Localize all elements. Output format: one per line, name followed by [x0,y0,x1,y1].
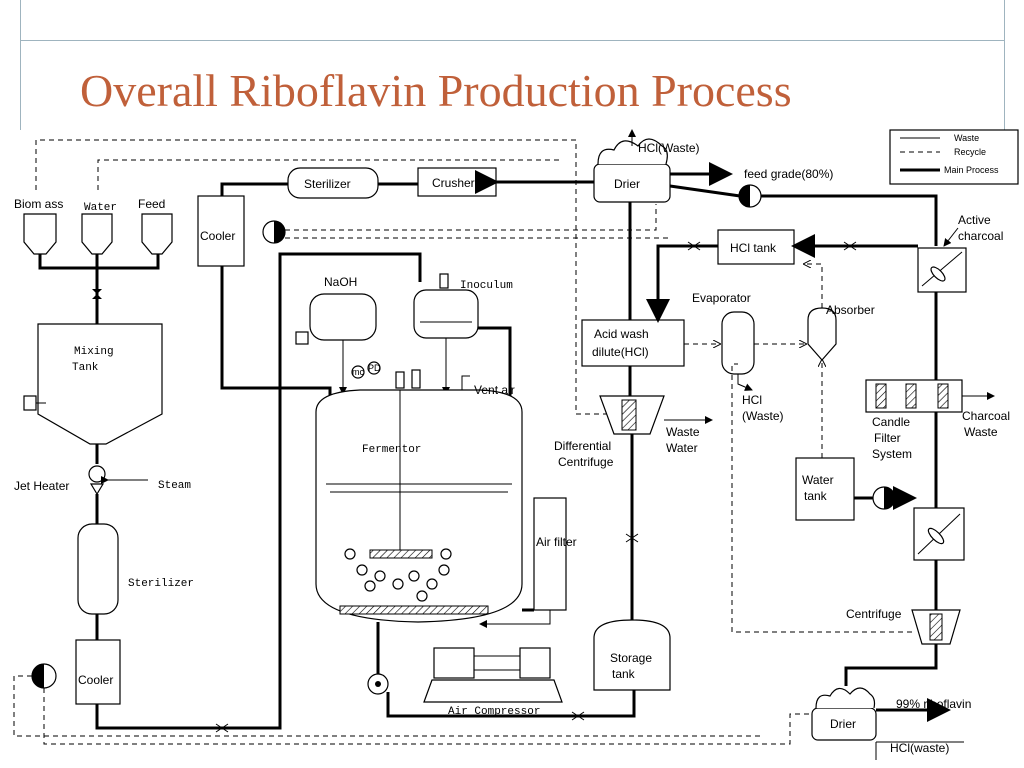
top-sterilizer-label: Sterilizer [304,177,351,191]
fermentor-pump [367,673,389,695]
left-sterilizer: Sterilizer [77,523,194,615]
waste-water-label-2: Water [666,441,698,455]
hcl-waste-top-label: HCl(Waste) [638,141,700,155]
acid-wash-label-2: dilute(HCl) [592,345,649,359]
process-diagram: Waste Recycle Main Process Biom ass Wate… [13,129,1019,760]
hcl-waste-bottom-label: HCl(waste) [890,741,949,755]
top-drier: Drier [593,138,671,203]
hcl-waste-evap-label-1: HCl [742,393,762,407]
charcoal-waste-label-2: Waste [964,425,998,439]
mixing-tank: Mixing Tank [23,323,163,445]
slide-frame-top [20,40,1004,41]
biomass-label: Biom ass [14,197,63,211]
water-tank-pump [872,486,896,510]
legend-main-process: Main Process [944,165,999,175]
hcl-tank-label: HCl tank [730,241,777,255]
bottom-drier-label: Drier [830,717,856,731]
candle-label-2: Filter [874,431,901,445]
storage-label-1: Storage [610,651,652,665]
candle-label-1: Candle [872,415,910,429]
top-cooler-label: Cooler [200,229,235,243]
bottom-cooler: Cooler [75,639,121,705]
mixing-tank-label-2: Tank [72,362,99,374]
air-compressor: Air Compressor [423,647,563,718]
evaporator-label: Evaporator [692,291,751,305]
fermentor: Fermentor [315,369,523,623]
water-tank: Water tank [795,457,855,521]
slide-title: Overall Riboflavin Production Process [80,65,792,116]
storage-label-2: tank [612,667,636,681]
candle-label-3: System [872,447,912,461]
biomass-hopper: Biom ass [14,197,63,255]
pd-label: PD [368,363,381,373]
acid-wash-tank: Acid wash dilute(HCl) [581,319,685,367]
top-sterilizer: Sterilizer [287,167,379,199]
active-charcoal-label-2: charcoal [958,229,1003,243]
bottom-drier: Drier [811,687,877,741]
water-label: Water [84,202,117,214]
legend: Waste Recycle Main Process [889,129,1019,185]
differential-centrifuge: Differential Centrifuge [554,395,665,469]
active-charcoal-label-1: Active [958,213,991,227]
inoculum-label: Inoculum [460,280,513,292]
naoh-tank: NaOH [295,275,377,345]
inoculum-tank: Inoculum [413,273,513,339]
waste-water-label-1: Waste [666,425,700,439]
mixing-tank-label-1: Mixing [74,346,114,358]
vent-air-label: Vent air [474,383,515,397]
storage-tank: Storage tank [593,619,671,691]
slide-frame-right [1004,0,1005,130]
top-drier-label: Drier [614,177,640,191]
active-charcoal-mixer: Active charcoal [917,213,1003,293]
centrifuge-label: Centrifuge [846,607,902,621]
centrifuge: Centrifuge [846,607,961,645]
left-sterilizer-label: Sterilizer [128,578,194,590]
feed-hopper: Feed [138,197,173,255]
jet-heater: Jet Heater Steam [14,465,191,496]
hcl-waste-evap-label-2: (Waste) [742,409,784,423]
bottom-cooler-label: Cooler [78,673,113,687]
differential-label-2: Centrifuge [558,455,614,469]
top-cooler: Cooler [197,195,245,267]
fermentor-label: Fermentor [362,444,421,456]
acid-wash-label-1: Acid wash [594,327,649,341]
steam-label: Steam [158,480,191,492]
top-drier-pump [738,184,762,208]
bottom-cooler-pump [31,663,57,689]
feed-grade-label: feed grade(80%) [744,167,833,181]
jet-heater-label: Jet Heater [14,479,69,493]
water-hopper: Water [81,202,117,255]
top-cooler-pump [262,220,286,244]
absorber: Absorber [807,303,875,361]
naoh-label: NaOH [324,275,357,289]
slide-frame-left [20,0,21,130]
crystallizer [913,507,965,561]
crusher-label: Crusher [432,176,475,190]
water-tank-label-1: Water [802,473,834,487]
charcoal-waste-label-1: Charcoal [962,409,1010,423]
absorber-label: Absorber [826,303,875,317]
feed-label: Feed [138,197,165,211]
evaporator: Evaporator [692,291,755,375]
hcl-tank: HCl tank [717,229,795,265]
air-filter-label: Air filter [536,535,577,549]
differential-label-1: Differential [554,439,611,453]
mc-label: mc [352,367,364,377]
air-filter: Air filter [533,497,577,611]
crusher: Crusher [417,167,497,197]
candle-filter-system: Candle Filter System [865,379,963,461]
riboflavin-label: 99% riboflavin [896,697,971,711]
water-tank-label-2: tank [804,489,828,503]
legend-recycle: Recycle [954,147,986,157]
legend-waste: Waste [954,133,979,143]
